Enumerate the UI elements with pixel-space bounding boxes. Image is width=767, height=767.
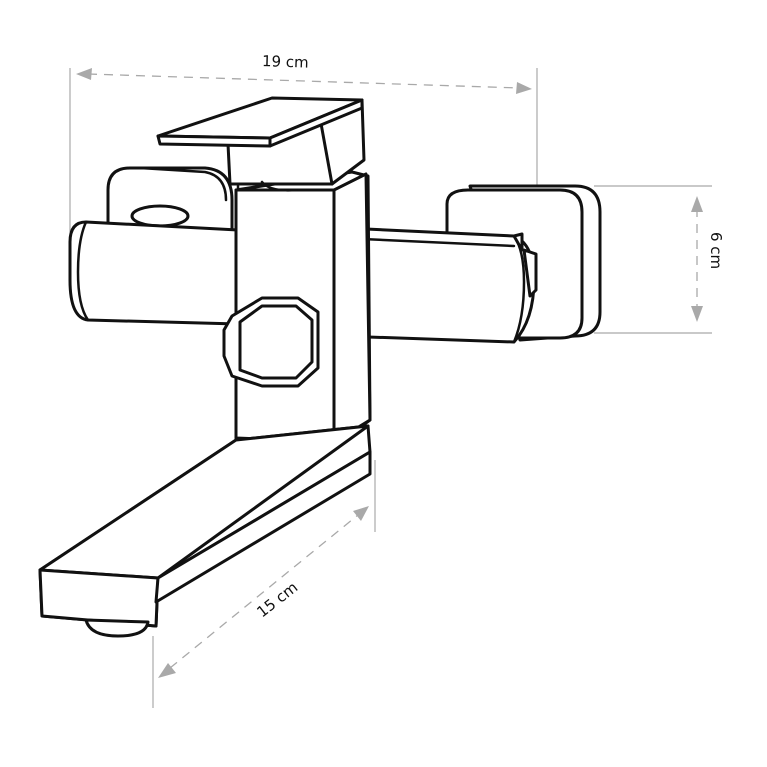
spout-arrow-right <box>353 506 369 521</box>
spout <box>38 424 372 628</box>
height-arrow-top <box>691 196 703 212</box>
height-arrow-bottom <box>691 306 703 322</box>
spout-dimension-line <box>169 514 359 669</box>
left-arm <box>68 220 240 326</box>
width-dimension-line <box>87 73 521 89</box>
height-dimension: 6 cm <box>594 185 725 334</box>
aerator <box>84 618 150 638</box>
diverter-knob <box>222 296 320 388</box>
left-connector <box>130 204 190 228</box>
spout-arrow-left <box>158 663 176 678</box>
width-arrow-left <box>76 68 92 80</box>
lever-handle <box>156 96 366 192</box>
width-label: 19 cm <box>262 52 309 72</box>
spout-label: 15 cm <box>253 578 301 621</box>
width-dimension: 19 cm <box>69 52 538 248</box>
height-label: 6 cm <box>707 232 725 269</box>
width-arrow-right <box>516 82 532 94</box>
right-arm <box>338 226 538 344</box>
